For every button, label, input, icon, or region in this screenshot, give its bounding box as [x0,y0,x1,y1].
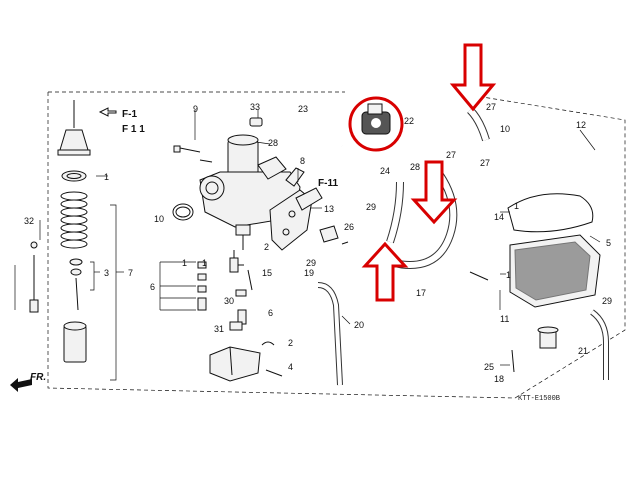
callout-25: 25 [484,362,494,372]
jets-column [229,250,253,331]
callout-7: 7 [128,268,133,278]
callout-24: 24 [380,166,390,176]
leader-lines [39,110,601,366]
callout-1e: 1 [506,270,511,280]
ref-f11b: F-11 [318,178,338,189]
jet-stack-6 [159,261,207,311]
red-arrow-up-left [361,241,409,302]
ref-f1: F-1 [122,109,137,120]
cap-33 [249,117,263,127]
callout-17: 17 [416,288,426,298]
callout-1b: 1 [202,258,207,268]
callout-27: 27 [486,102,496,112]
callout-22: 22 [404,116,414,126]
callout-8: 8 [300,156,305,166]
needle-set [69,258,83,311]
clip-26 [319,225,349,245]
callout-labels: 1 1 1 1 1 2 2 3 4 5 6 6 7 8 9 10 10 11 1… [24,102,612,384]
diagram-code: KTT-E1500B [518,395,560,403]
callout-20: 20 [354,320,364,330]
pipe-21 [590,309,609,380]
callout-5: 5 [606,238,611,248]
callout-2: 2 [264,242,269,252]
callout-29b: 29 [306,258,316,268]
clip-parts [14,241,39,313]
front-label: FR. [30,372,46,383]
carburetor-body [199,134,301,250]
callout-30: 30 [224,296,234,306]
throttle-valve [63,321,87,363]
callout-29c: 29 [602,296,612,306]
callout-15: 15 [262,268,272,278]
ref-f11: F 1 1 [122,124,145,135]
callout-13: 13 [324,204,334,214]
red-arrow-down-middle [410,160,458,225]
float-pin-2 [261,341,283,377]
callout-27b: 27 [446,150,456,160]
callout-11: 11 [500,314,509,324]
bracket-7 [110,204,124,381]
callout-12: 12 [576,120,586,130]
o-ring-10 [172,203,194,221]
callout-27c: 27 [480,158,490,168]
callout-31: 31 [214,324,224,334]
callout-6b: 6 [268,308,273,318]
callout-6: 6 [150,282,155,292]
highlight-circle [348,96,404,152]
reference-f1-f11: F-1 F 1 1 [98,107,145,135]
valve-22 [361,103,391,135]
callout-14: 14 [494,212,504,222]
callout-1: 1 [104,172,109,182]
callout-21: 21 [578,346,588,356]
callout-26: 26 [344,222,354,232]
ring-1 [61,170,87,182]
hose-24 [386,181,404,244]
callout-19: 19 [304,268,314,278]
throttle-spring [60,191,88,249]
front-arrow: FR. [10,372,46,392]
callout-28: 28 [410,162,420,172]
callout-1c: 1 [182,258,187,268]
callout-32: 32 [24,216,34,226]
bracket-3 [90,261,100,291]
screw-9 [173,145,213,163]
part-8 [285,167,305,187]
tube-23 [271,118,343,148]
callout-3: 3 [104,268,109,278]
callout-18: 18 [494,374,504,384]
callout-33: 33 [250,102,260,112]
callout-4: 4 [288,362,293,372]
pipe-20 [317,282,343,386]
float-4 [209,346,261,382]
top-cap [57,100,91,156]
float-bowl [469,193,601,373]
callout-28b: 28 [268,138,278,148]
hose-27 [467,107,490,142]
callout-29: 29 [366,202,376,212]
callout-10b: 10 [500,124,510,134]
callout-10: 10 [154,214,164,224]
callout-1d: 1 [514,201,519,211]
red-arrow-down-top [449,43,497,112]
diagram-frame [47,91,626,399]
bracket-13 [295,187,323,211]
callout-2b: 2 [288,338,293,348]
callout-23: 23 [298,104,308,114]
callout-9: 9 [193,104,198,114]
